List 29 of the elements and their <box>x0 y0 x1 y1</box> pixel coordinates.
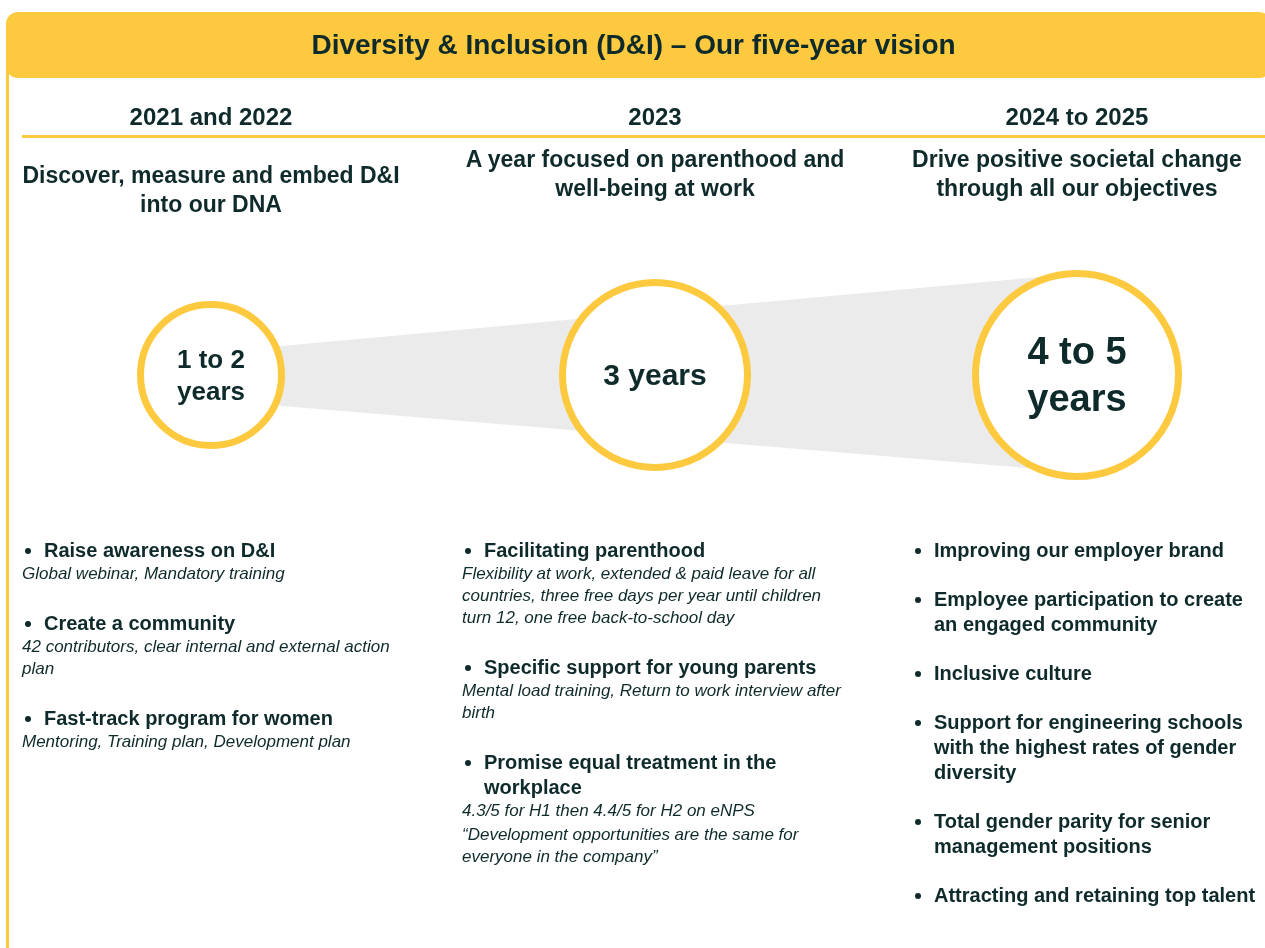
item-detail: 42 contributors, clear internal and external action plan <box>22 636 391 680</box>
item-detail: 4.3/5 for H1 then 4.4/5 for H2 on eNPS <box>462 800 756 822</box>
bullet-item: Attracting and retaining top talent <box>934 884 1256 906</box>
circle-label: 1 to 2 years <box>176 342 246 408</box>
goal-heading: Drive positive societal change through all our objectives <box>912 145 1242 203</box>
circle-label: 4 to 5 years <box>1026 328 1128 421</box>
bullet-item: Support for engineering schools with the highest rates of gender diversity <box>934 711 1243 783</box>
item-detail: “Development opportunities are the same for everyone in the company” <box>462 824 800 868</box>
bullet-item: Employee participation to create an engaged community <box>934 588 1243 635</box>
bullet-item: Total gender parity for senior management positions <box>934 810 1211 857</box>
bullet-item: Promise equal treatment in the workplace <box>484 751 777 798</box>
goal-heading: Discover, measure and embed D&I into our DNA <box>21 161 401 219</box>
bullet-item: Raise awareness on D&I <box>44 539 276 561</box>
bullet-item: Fast-track program for women <box>44 707 333 729</box>
bullet-item: Inclusive culture <box>934 662 1092 684</box>
item-detail: Mental load training, Return to work interview after birth <box>462 680 843 724</box>
circle-label: 3 years <box>603 357 707 394</box>
bullet-item: Improving our employer brand <box>934 539 1225 561</box>
period-heading: 2023 <box>627 103 683 131</box>
bullet-item: Create a community <box>44 612 236 634</box>
title-text: Diversity & Inclusion (D&I) – Our five-year vision <box>311 29 956 61</box>
period-heading: 2021 and 2022 <box>128 103 294 131</box>
item-detail: Global webinar, Mandatory training <box>22 563 286 585</box>
item-detail: Flexibility at work, extended & paid leave for all countries, three free days per year until children turn 12, one free back-to-school day <box>462 563 823 629</box>
period-heading: 2024 to 2025 <box>1004 103 1150 131</box>
bullet-item: Specific support for young parents <box>484 656 817 678</box>
item-detail: Mentoring, Training plan, Development plan <box>22 731 352 753</box>
bullet-item: Facilitating parenthood <box>484 539 706 561</box>
goal-heading: A year focused on parenthood and well-being at work <box>464 145 846 203</box>
